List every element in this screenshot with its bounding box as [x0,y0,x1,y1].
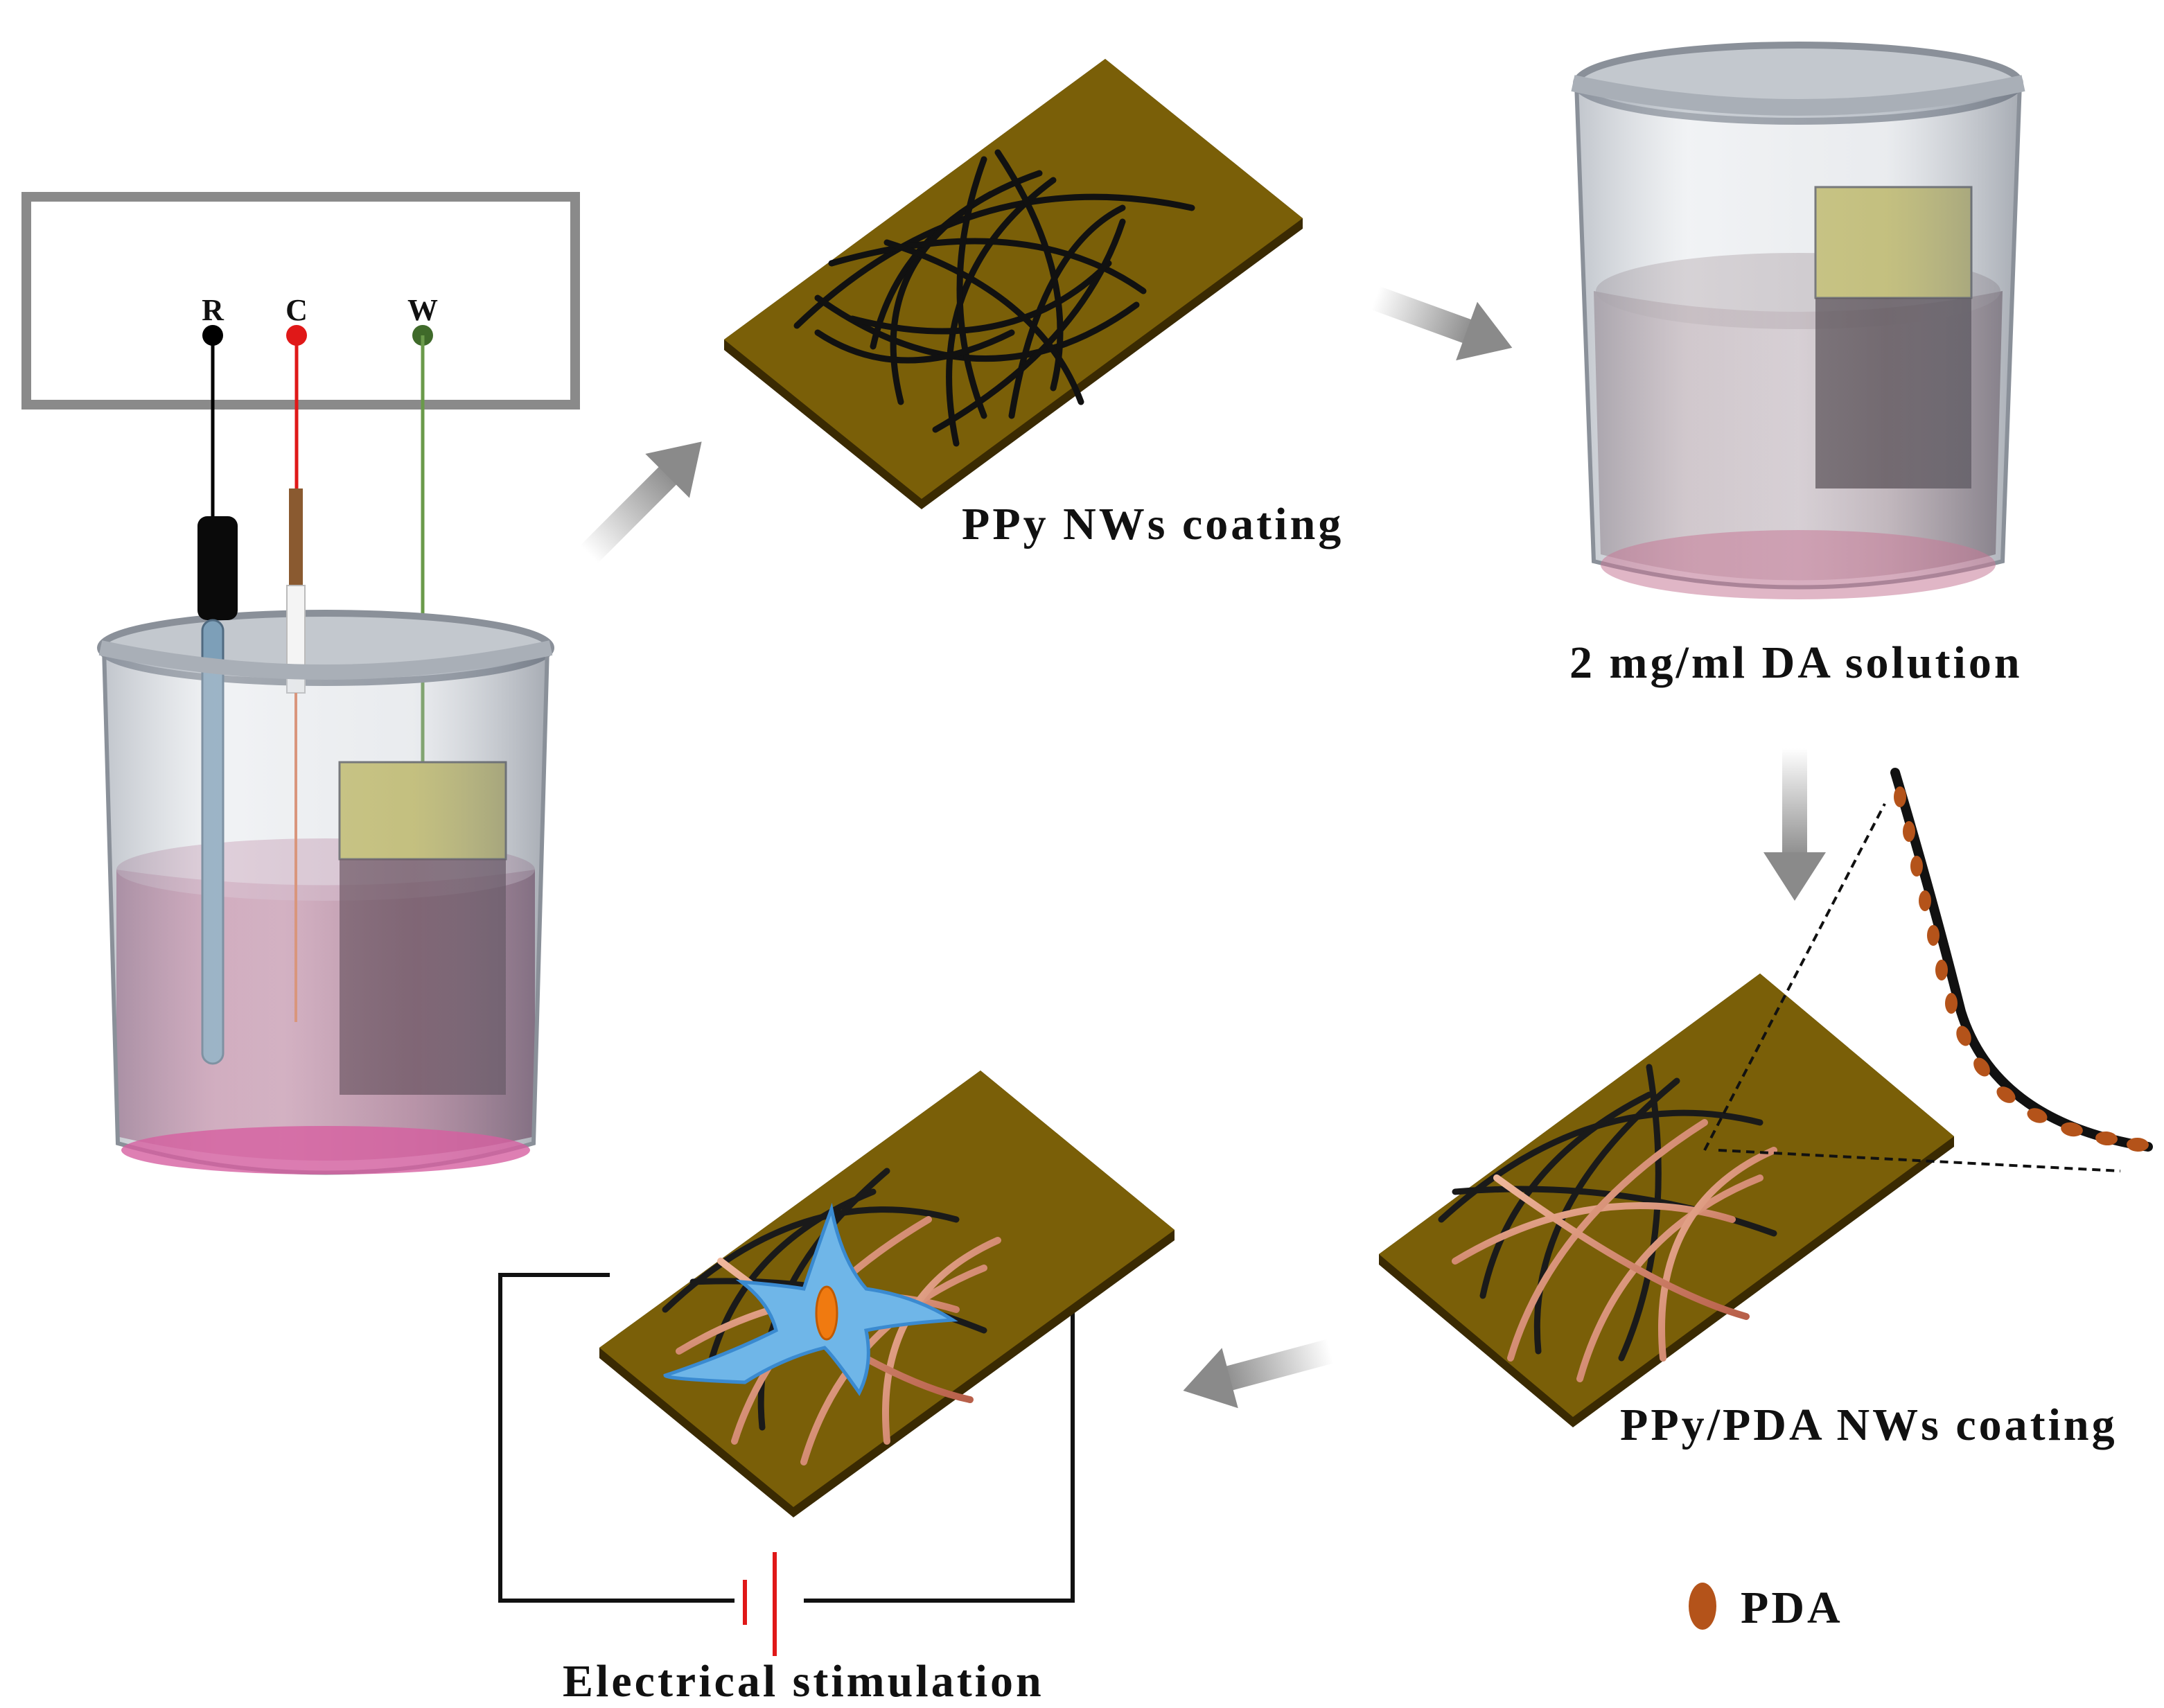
process-arrow-icon [1763,748,1826,901]
beaker-2-front-rim [1571,75,2025,116]
beaker-1-glass [101,645,550,1175]
zoom-line [1703,803,1886,1151]
legend-pda-label: PDA [1741,1583,1843,1633]
substrate-top [599,1071,1175,1507]
electrochemical-setup: R C W [21,192,580,1175]
da-solution-beaker [1571,42,2025,599]
ppy-nanowires [793,149,1195,447]
reference-electrode-cap [197,516,238,620]
ppy-coating-label: PPy NWs coating [962,499,1344,549]
zoom-line [1718,1149,2121,1172]
process-arrow-icon [1371,286,1513,361]
pda-particle-icon [1689,1583,1716,1630]
working-label: W [407,293,438,327]
ppy-pda-substrate [1379,803,2121,1427]
substrate-top [1379,974,1954,1417]
ppy-pda-coating-label: PPy/PDA NWs coating [1620,1400,2118,1450]
pda-particle-icon [1894,786,2149,1152]
counter-electrode-sheath [289,488,303,586]
beaker-2-glass [1574,80,2023,590]
substrate-top [724,59,1303,499]
pda-coated-nanowires [1452,1119,1777,1382]
da-solution-label: 2 mg/ml DA solution [1569,637,2023,688]
process-arrow-icon [580,441,702,563]
neural-cell [663,1202,958,1396]
beaker-1-bottom [121,1126,530,1174]
beaker-2-bottom [1601,530,1996,599]
reference-label: R [202,293,225,327]
circuit-wire-left [498,1273,734,1603]
legend: PDA [1689,1583,1843,1633]
stimulation-label: Electrical stimulation [563,1656,1044,1707]
ppy-substrate [724,59,1303,509]
zoomed-pda-nanowire [1890,768,2153,1152]
beaker-1-front-rim [98,640,553,680]
cell-substrate [599,1071,1175,1517]
cell-nucleus [815,1285,838,1341]
process-arrow-icon [1183,1339,1334,1409]
counter-label: C [285,293,308,327]
potentiostat-box [21,192,580,410]
